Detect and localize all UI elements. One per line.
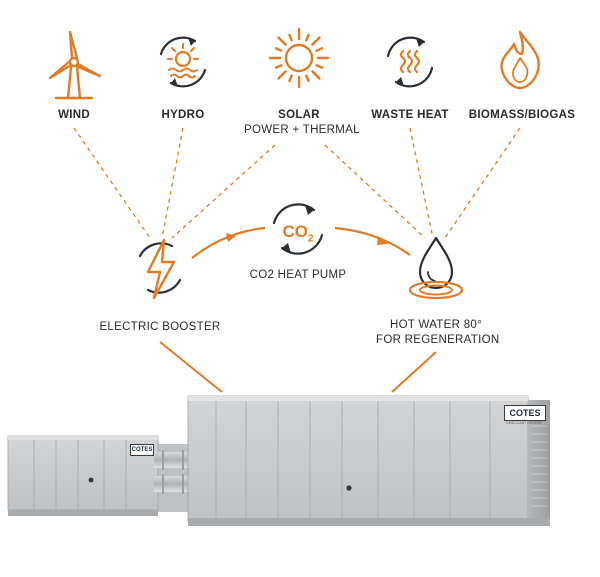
co2-cycle-icon: [272, 203, 324, 255]
flow-arrow-left: [226, 233, 236, 242]
source-connectors: [73, 127, 521, 239]
connector-booster-unit: [159, 341, 223, 393]
flow-arc-right: [334, 226, 411, 256]
large-dryer-unit: [187, 395, 550, 526]
connector-hydro-booster: [161, 127, 184, 239]
brand-logo-large: COTES: [504, 405, 546, 421]
connector-water-unit: [391, 351, 437, 393]
electric-booster-label: ELECTRIC BOOSTER: [99, 321, 221, 333]
lightning-bolt-icon: [138, 238, 182, 300]
flow-arrow-right: [377, 236, 388, 245]
hot-water-label-line2: FOR REGENERATION: [376, 334, 500, 346]
brand-tagline: DESICCANT DRYERS: [506, 421, 542, 425]
heat-pump-label: CO2 HEAT PUMP: [249, 269, 347, 281]
flame-icon: [500, 30, 540, 90]
unit-connectors: [159, 341, 437, 393]
small-dryer-unit: [7, 435, 196, 516]
co2-symbol: CO2: [268, 222, 328, 244]
connector-wind-booster: [73, 127, 151, 239]
water-drop-icon: [408, 236, 464, 300]
connector-waste-water: [409, 127, 434, 239]
co2-symbol-subscript: 2: [307, 233, 314, 245]
co2-symbol-main: CO: [282, 222, 308, 241]
hot-water-label-line1: HOT WATER 80°: [390, 319, 482, 331]
flow-arc-left: [191, 226, 266, 259]
connector-solar-booster: [171, 144, 276, 239]
connector-solar-water: [324, 144, 426, 239]
brand-logo-small-text: COTES: [131, 447, 153, 453]
waste-heat-icon: [386, 36, 434, 88]
brand-logo-small: COTES: [130, 444, 154, 456]
connector-biomass-water: [444, 127, 521, 239]
heat-pump-flow: [191, 226, 411, 259]
wind-turbine-icon: [48, 30, 102, 100]
source-label-hydro: HYDRO: [161, 109, 205, 121]
source-label-biomass: BIOMASS/BIOGAS: [468, 109, 576, 121]
source-sublabel-solar: POWER + THERMAL: [244, 124, 360, 136]
sun-icon: [268, 27, 330, 89]
brand-logo-large-text: COTES: [509, 408, 541, 418]
source-label-wind: WIND: [58, 109, 90, 121]
source-label-waste-heat: WASTE HEAT: [371, 109, 449, 121]
source-label-solar: SOLAR: [278, 109, 320, 121]
flow-arrows: [226, 233, 388, 245]
hydro-wheel-icon: [159, 36, 207, 88]
